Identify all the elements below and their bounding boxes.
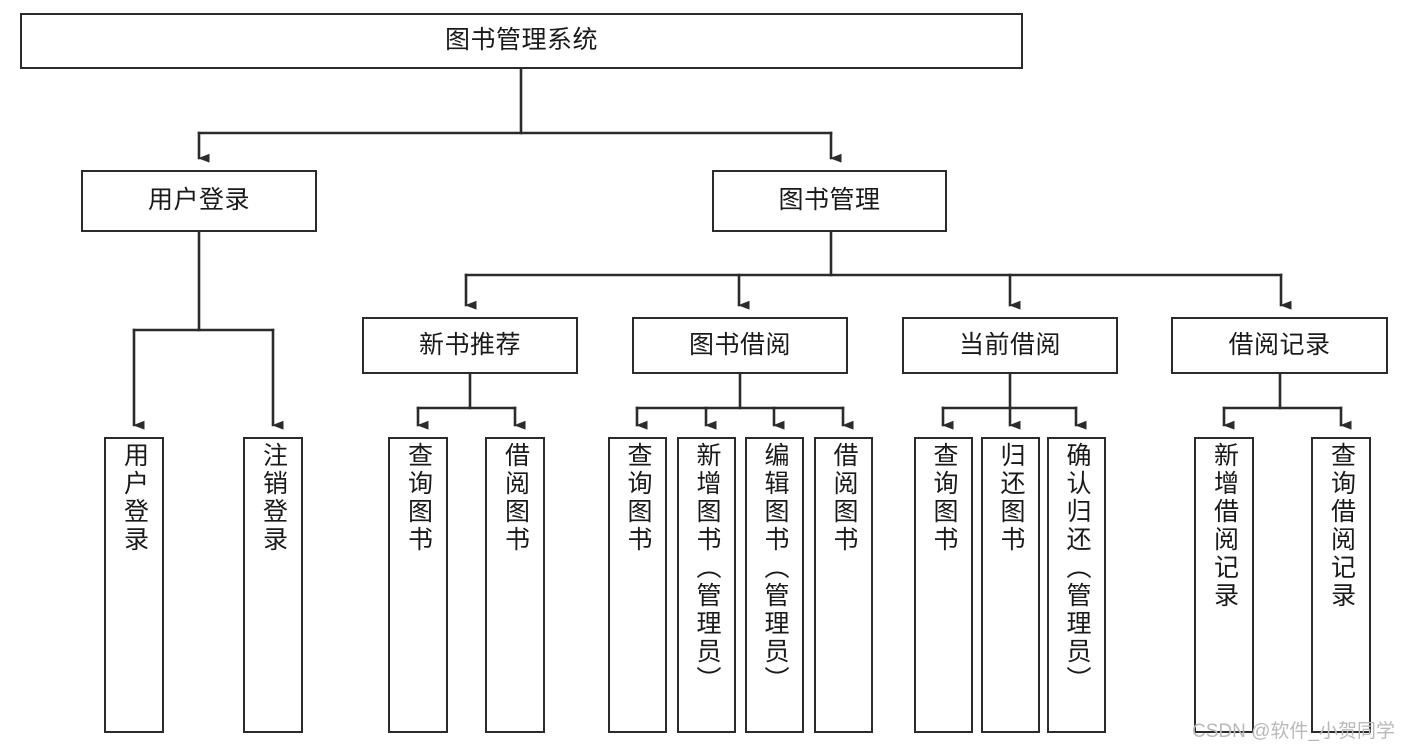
node-leaf-query-book-borrow[interactable]: 查询图书 <box>608 437 667 733</box>
watermark-text: CSDN @软件_小贺同学 <box>1192 721 1395 742</box>
node-leaf-add-book[interactable]: 新增图书（管理员） <box>677 437 736 733</box>
node-new-book-recommend[interactable]: 新书推荐 <box>362 317 578 374</box>
node-user-login[interactable]: 用户登录 <box>81 170 317 232</box>
node-label: 归还图书 <box>997 442 1025 554</box>
node-label: 查询图书 <box>930 442 958 554</box>
node-label: 新书推荐 <box>418 330 521 359</box>
node-leaf-user-login[interactable]: 用户登录 <box>104 437 164 733</box>
node-leaf-return-book[interactable]: 归还图书 <box>981 437 1040 733</box>
node-label: 查询借阅记录 <box>1327 442 1356 610</box>
node-current-borrow[interactable]: 当前借阅 <box>902 317 1118 374</box>
node-leaf-logout[interactable]: 注销登录 <box>243 437 303 733</box>
node-leaf-borrow-book-recommend[interactable]: 借阅图书 <box>485 437 545 733</box>
node-book-manage[interactable]: 图书管理 <box>712 170 947 232</box>
node-book-borrow[interactable]: 图书借阅 <box>632 317 848 374</box>
node-label: 编辑图书（管理员） <box>761 442 789 694</box>
node-root[interactable]: 图书管理系统 <box>20 13 1023 69</box>
node-label: 查询图书 <box>624 442 652 554</box>
node-label: 借阅图书 <box>501 442 530 554</box>
node-leaf-query-book-recommend[interactable]: 查询图书 <box>388 437 448 733</box>
node-leaf-add-record[interactable]: 新增借阅记录 <box>1194 437 1254 733</box>
node-label: 借阅记录 <box>1228 330 1331 359</box>
node-label: 用户登录 <box>147 186 250 215</box>
node-label: 借阅图书 <box>830 442 858 554</box>
node-leaf-edit-book[interactable]: 编辑图书（管理员） <box>745 437 804 733</box>
node-label: 用户登录 <box>120 442 149 554</box>
node-leaf-query-book-current[interactable]: 查询图书 <box>914 437 973 733</box>
node-label: 注销登录 <box>259 442 288 554</box>
node-label: 图书管理系统 <box>444 26 598 55</box>
node-label: 查询图书 <box>404 442 433 554</box>
node-label: 确认归还（管理员） <box>1063 442 1091 694</box>
node-label: 新增借阅记录 <box>1210 442 1239 610</box>
node-borrow-record[interactable]: 借阅记录 <box>1171 317 1388 374</box>
node-label: 当前借阅 <box>958 330 1061 359</box>
node-label: 图书借阅 <box>688 330 791 359</box>
node-label: 新增图书（管理员） <box>693 442 721 694</box>
node-leaf-borrow-book[interactable]: 借阅图书 <box>814 437 873 733</box>
node-leaf-query-record[interactable]: 查询借阅记录 <box>1311 437 1371 733</box>
node-label: 图书管理 <box>778 186 881 215</box>
node-leaf-confirm-return[interactable]: 确认归还（管理员） <box>1047 437 1106 733</box>
